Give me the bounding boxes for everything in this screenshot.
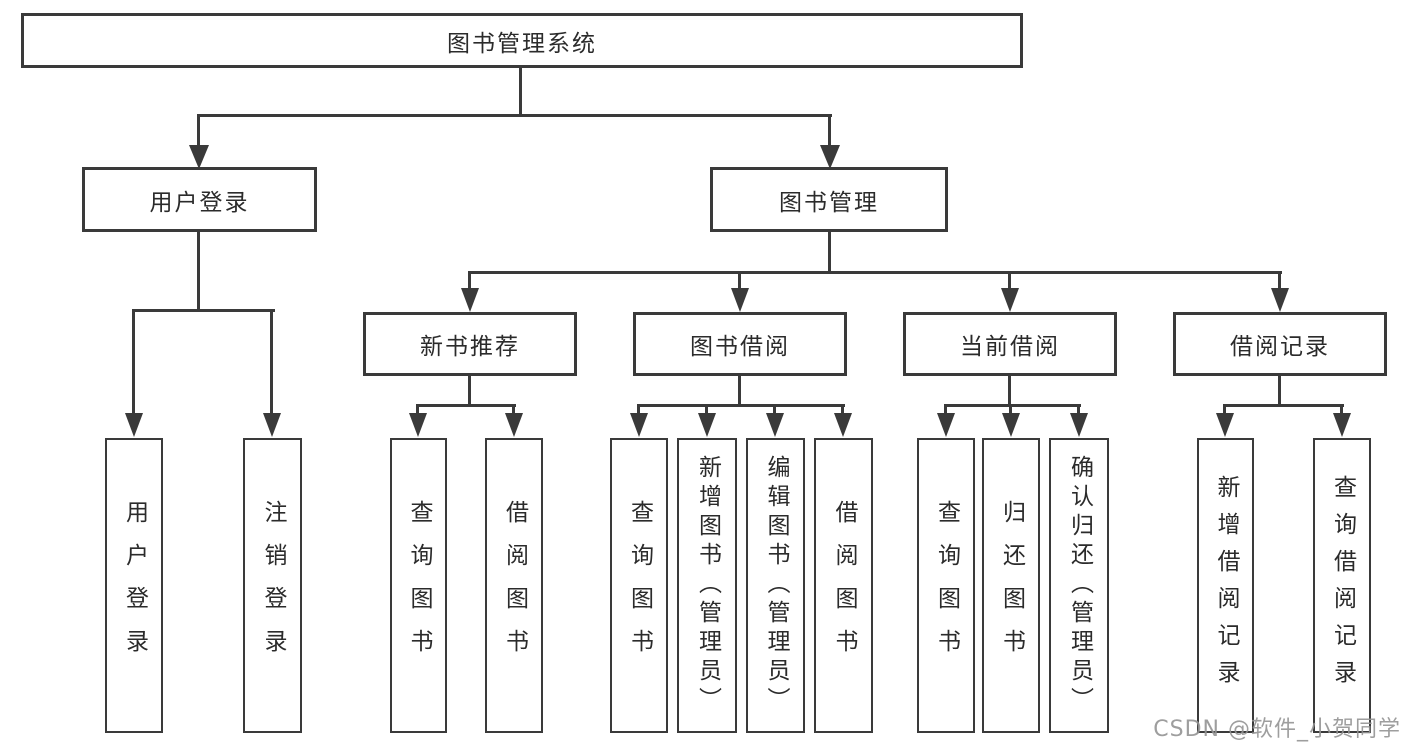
node-book-management: 图书管理 <box>710 167 948 232</box>
leaf-return-books: 归还图书 <box>982 438 1040 733</box>
arrow-down-icon <box>820 145 840 169</box>
connector-user-login-stem <box>197 230 200 312</box>
node-label: 确认归还（管理员） <box>1066 455 1093 716</box>
node-current-borrowing: 当前借阅 <box>903 312 1117 376</box>
connector-drop-leaf <box>270 309 273 416</box>
arrow-down-icon <box>834 413 852 437</box>
node-label: 图书管理 <box>779 189 879 216</box>
leaf-add-books-admin: 新增图书（管理员） <box>677 438 737 733</box>
arrow-down-icon <box>409 413 427 437</box>
node-label: 归还图书 <box>998 499 1025 672</box>
arrow-down-icon <box>1333 413 1351 437</box>
leaf-logout-login: 注销登录 <box>243 438 302 733</box>
connector-drop-leaf <box>416 404 419 418</box>
arrow-down-icon <box>1271 288 1289 312</box>
leaf-edit-books-admin: 编辑图书（管理员） <box>746 438 805 733</box>
watermark: CSDN @软件_小贺同学 <box>1153 717 1401 742</box>
node-label: 新书推荐 <box>420 334 520 360</box>
arrow-down-icon <box>766 413 784 437</box>
arrow-down-icon <box>189 145 209 169</box>
connector-drop-level3 <box>468 271 471 291</box>
node-library-management-system: 图书管理系统 <box>21 13 1023 68</box>
leaf-confirm-return-admin: 确认归还（管理员） <box>1049 438 1109 733</box>
connector-current-rail <box>944 404 1081 407</box>
arrow-down-icon <box>461 288 479 312</box>
node-new-book-recommendation: 新书推荐 <box>363 312 577 376</box>
node-label: 当前借阅 <box>960 334 1060 360</box>
node-label: 新增图书（管理员） <box>694 455 721 716</box>
connector-drop-leaf <box>1009 404 1012 418</box>
node-label: 借阅图书 <box>501 499 528 672</box>
arrow-down-icon <box>1070 413 1088 437</box>
node-label: 新增借阅记录 <box>1213 474 1239 697</box>
node-label: 借阅记录 <box>1230 334 1330 360</box>
leaf-borrow-books: 借阅图书 <box>814 438 873 733</box>
arrow-down-icon <box>698 413 716 437</box>
connector-current-stem <box>1008 374 1011 407</box>
connector-borrowing-stem <box>738 374 741 407</box>
connector-drop-leaf <box>132 309 135 416</box>
connector-book-management-stem <box>828 230 831 274</box>
connector-records-rail <box>1223 404 1344 407</box>
connector-root-stem <box>519 66 522 117</box>
node-borrowing-records: 借阅记录 <box>1173 312 1387 376</box>
connector-level1-rail <box>197 114 832 117</box>
arrow-down-icon <box>263 413 281 437</box>
connector-drop-level3 <box>1008 271 1011 291</box>
node-label: 查询图书 <box>626 499 653 672</box>
node-label: 用户登录 <box>149 189 250 216</box>
connector-level3-rail <box>468 271 1282 274</box>
leaf-query-books-current: 查询图书 <box>917 438 975 733</box>
node-label: 图书管理系统 <box>447 30 597 57</box>
node-label: 图书借阅 <box>690 334 790 360</box>
arrow-down-icon <box>630 413 648 437</box>
connector-drop-user-login <box>197 114 200 148</box>
node-label: 查询图书 <box>933 499 960 672</box>
connector-borrowing-rail <box>637 404 845 407</box>
connector-drop-level3 <box>1278 271 1281 291</box>
node-label: 查询图书 <box>406 499 432 672</box>
leaf-user-login: 用户登录 <box>105 438 163 733</box>
connector-drop-leaf <box>637 404 640 418</box>
node-label: 编辑图书（管理员） <box>763 455 789 716</box>
arrow-down-icon <box>1216 413 1234 437</box>
connector-records-stem <box>1278 374 1281 407</box>
connector-drop-leaf <box>1340 404 1343 418</box>
connector-drop-level3 <box>738 271 741 291</box>
node-book-borrowing: 图书借阅 <box>633 312 847 376</box>
leaf-query-books-borrow: 查询图书 <box>610 438 668 733</box>
connector-user-login-rail <box>132 309 275 312</box>
node-label: 用户登录 <box>121 499 148 672</box>
connector-recommend-stem <box>468 374 471 407</box>
leaf-add-borrow-record: 新增借阅记录 <box>1197 438 1254 733</box>
arrow-down-icon <box>937 413 955 437</box>
node-label: 查询借阅记录 <box>1329 474 1356 697</box>
connector-drop-leaf <box>841 404 844 418</box>
connector-drop-leaf <box>773 404 776 418</box>
node-user-login: 用户登录 <box>82 167 317 232</box>
arrow-down-icon <box>125 413 143 437</box>
connector-drop-leaf <box>944 404 947 418</box>
arrow-down-icon <box>1002 413 1020 437</box>
connector-drop-book-management <box>828 114 831 148</box>
connector-recommend-rail <box>416 404 516 407</box>
arrow-down-icon <box>1001 288 1019 312</box>
leaf-borrow-books-recommend: 借阅图书 <box>485 438 543 733</box>
connector-drop-leaf <box>705 404 708 418</box>
connector-drop-leaf <box>512 404 515 418</box>
leaf-query-borrow-record: 查询借阅记录 <box>1313 438 1371 733</box>
connector-drop-leaf <box>1077 404 1080 418</box>
connector-drop-leaf <box>1223 404 1226 418</box>
arrow-down-icon <box>505 413 523 437</box>
arrow-down-icon <box>731 288 749 312</box>
node-label: 借阅图书 <box>831 499 857 672</box>
node-label: 注销登录 <box>260 499 286 672</box>
leaf-query-books-recommend: 查询图书 <box>390 438 447 733</box>
